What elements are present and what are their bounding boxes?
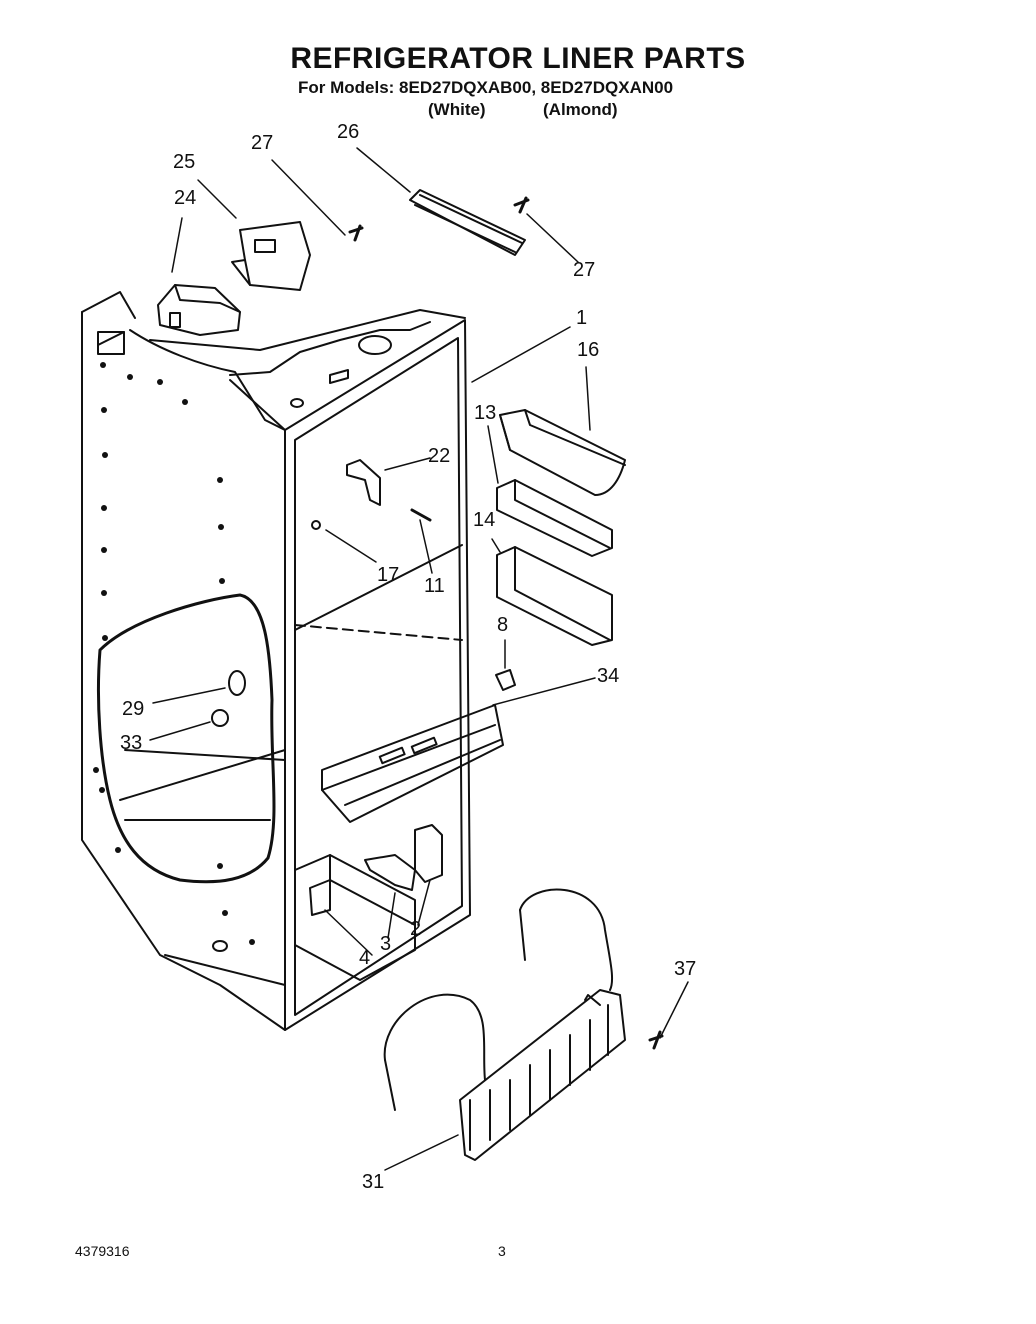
callout-24: 24 [174,187,197,209]
part-8-screw [495,669,516,691]
callout-34: 34 [597,665,620,687]
part-3-block [364,854,416,891]
callout-4: 4 [359,947,371,969]
callout-2: 2 [410,918,422,940]
part-24-control [157,284,241,336]
callout-8: 8 [497,614,509,636]
part-13-channel [496,479,613,557]
document-number: 4379316 [75,1243,130,1259]
callout-17: 17 [377,564,400,586]
cutaway-outline [96,593,276,884]
variant-white: (White) [428,100,486,119]
callout-29: 29 [122,698,145,720]
part-31-heater [383,888,626,1161]
callout-3: 3 [380,933,392,955]
cabinet-front-frame [284,319,471,1031]
page-title: REFRIGERATOR LINER PARTS [290,42,746,75]
callout-33: 33 [120,732,143,754]
part-34-support [321,704,504,823]
models-line: For Models: 8ED27DQXAB00, 8ED27DQXAN00 [298,78,674,97]
callout-37: 37 [674,958,697,980]
cabinet-left-panel [81,311,286,1031]
callout-31: 31 [362,1171,385,1193]
panel-holes [93,362,255,945]
callout-1: 1 [576,307,588,329]
leader-lines [149,147,689,1171]
part-14-bracket [496,546,613,646]
callout-27a: 27 [251,132,274,154]
part-16-tray [499,409,626,496]
callout-25: 25 [173,151,196,173]
callout-26: 26 [337,121,360,143]
callout-11: 11 [424,575,445,597]
page-number: 3 [498,1243,506,1259]
part-4-block [309,879,331,916]
variant-almond: (Almond) [543,100,618,119]
callout-22: 22 [428,445,451,467]
callout-16: 16 [577,339,600,361]
callout-27b: 27 [573,259,596,281]
part-25-cover [231,221,311,291]
part-2-block [414,824,443,883]
callout-14: 14 [473,509,496,531]
callout-13: 13 [474,402,497,424]
part-22-clip [346,459,381,506]
part-26-rail [409,189,526,256]
